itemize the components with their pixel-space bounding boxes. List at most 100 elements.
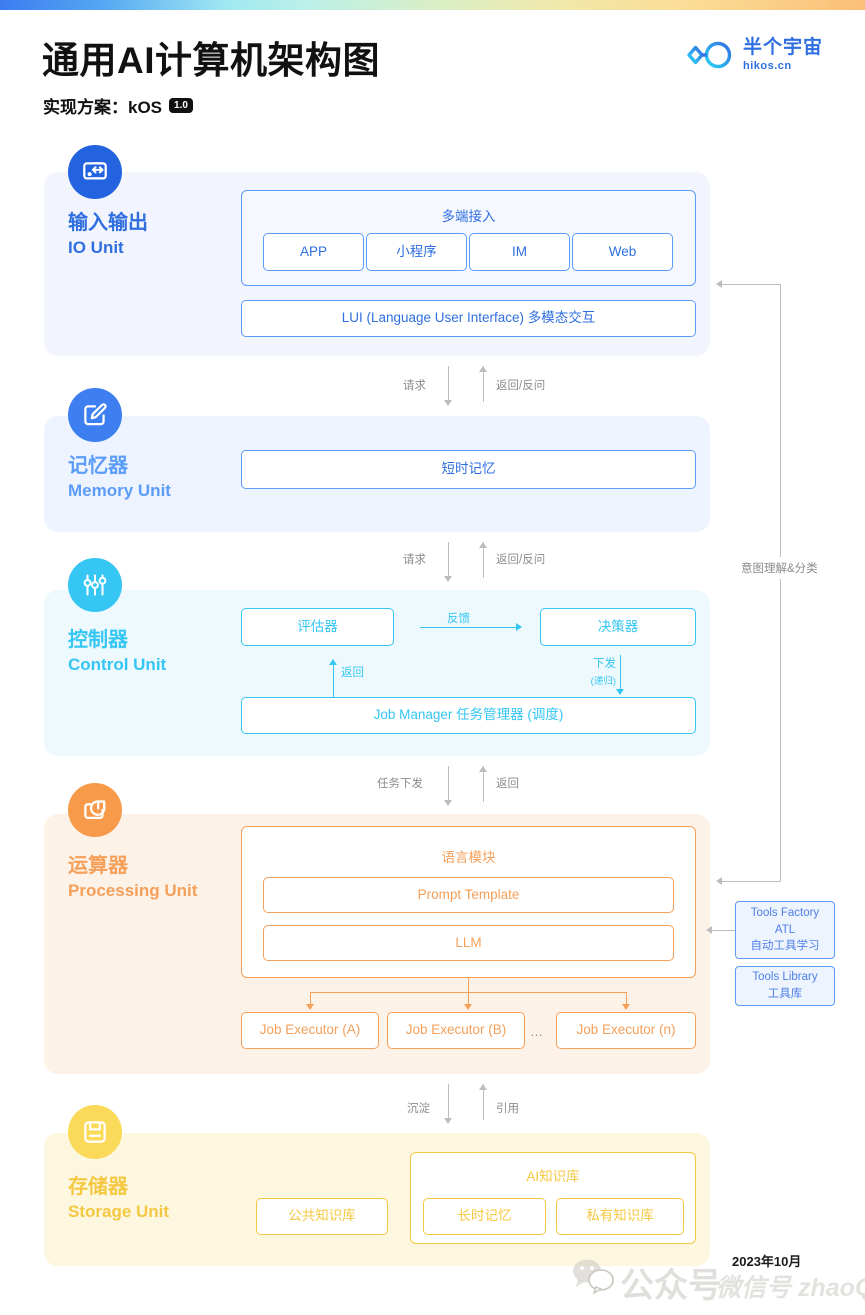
- control-return-label: 返回: [341, 667, 364, 679]
- control-evaluator-box[interactable]: 评估器: [241, 608, 394, 646]
- processing-llm-box[interactable]: LLM: [263, 925, 674, 961]
- watermark-text: 公众号: [620, 1267, 722, 1305]
- io-unit-name-cn: 输入输出: [68, 212, 148, 234]
- sliders-icon: [68, 558, 122, 612]
- io-channels-group-title: 多端接入: [441, 209, 496, 224]
- storage-ai-kb-title: AI知识库: [526, 1169, 580, 1184]
- io-channel-web[interactable]: Web: [572, 233, 673, 271]
- arrow-head-up: [479, 542, 487, 548]
- control-job-manager-box[interactable]: Job Manager 任务管理器 (调度): [241, 697, 696, 734]
- connector-memory-control-down: [448, 542, 450, 578]
- storage-public-kb-box[interactable]: 公共知识库: [256, 1198, 388, 1235]
- right-loop-bottom-horizontal: [720, 881, 781, 883]
- processing-prompt-template-box[interactable]: Prompt Template: [263, 877, 674, 913]
- processing-unit-name-cn: 运算器: [68, 855, 128, 877]
- floppy-disk-icon: [68, 1105, 122, 1159]
- connector-label-return: 返回/反问: [496, 554, 546, 566]
- logo-domain: hikos.cn: [742, 60, 792, 72]
- page-title: 通用AI计算机架构图: [42, 40, 380, 81]
- io-channel-miniprogram[interactable]: 小程序: [366, 233, 467, 271]
- io-unit-label: 输入输出 IO Unit: [68, 212, 148, 258]
- tools-factory-line1: Tools Factory: [750, 906, 820, 919]
- executor-fanout-stem: [468, 978, 470, 992]
- job-executor-n-box[interactable]: Job Executor (n): [556, 1012, 696, 1049]
- storage-ai-kb-label: 私有知识库: [586, 1208, 654, 1224]
- job-executor-ellipsis: …: [530, 1024, 544, 1039]
- connector-label-return: 返回: [496, 778, 519, 790]
- storage-public-kb-label: 公共知识库: [288, 1208, 356, 1224]
- job-executor-label: Job Executor (B): [405, 1022, 507, 1038]
- connector-label-task-dispatch: 任务下发: [377, 778, 423, 790]
- control-unit-name-cn: 控制器: [68, 629, 128, 651]
- arrow-head-down: [622, 1004, 630, 1010]
- executor-branch-b: [468, 992, 470, 1006]
- storage-unit-label: 存储器 Storage Unit: [68, 1176, 169, 1222]
- control-dispatch-sublabel: (递归): [590, 676, 616, 687]
- processing-language-module-title: 语言模块: [441, 850, 496, 865]
- version-badge: 1.0: [169, 98, 193, 113]
- arrow-head-down: [464, 1004, 472, 1010]
- connector-label-request: 请求: [403, 554, 426, 566]
- subtitle-text: 实现方案：kOS: [43, 98, 163, 117]
- top-gradient-bar: [0, 0, 865, 10]
- memory-short-term-box[interactable]: 短时记忆: [241, 450, 696, 489]
- connector-memory-control-up: [483, 542, 485, 578]
- storage-long-term-memory-box[interactable]: 长时记忆: [423, 1198, 546, 1235]
- control-decider-box[interactable]: 决策器: [540, 608, 696, 646]
- tools-factory-box[interactable]: Tools Factory ATL 自动工具学习: [735, 901, 835, 959]
- arrow-head-down: [616, 689, 624, 695]
- executor-branch-a: [310, 992, 312, 1006]
- brand-logo: 半个宇宙 hikos.cn: [687, 38, 823, 72]
- tools-library-line2: 工具库: [767, 988, 803, 1000]
- tools-factory-connector: [710, 930, 735, 932]
- connector-label-return: 返回/反问: [496, 380, 546, 392]
- watermark-handle: 微信号 zhaoQyou: [716, 1274, 865, 1302]
- control-job-manager-label: Job Manager 任务管理器 (调度): [373, 707, 564, 723]
- storage-unit-name-cn: 存储器: [68, 1176, 128, 1198]
- wechat-watermark-icon: [573, 1259, 614, 1294]
- control-decider-label: 决策器: [597, 618, 639, 634]
- io-exchange-icon: [68, 145, 122, 199]
- job-executor-b-box[interactable]: Job Executor (B): [387, 1012, 525, 1049]
- control-unit-label: 控制器 Control Unit: [68, 629, 166, 675]
- memory-unit-name-cn: 记忆器: [68, 455, 128, 477]
- processing-module-label: Prompt Template: [417, 886, 520, 902]
- io-channel-label: IM: [512, 243, 527, 259]
- arrow-head-down: [444, 400, 452, 406]
- io-lui-box[interactable]: LUI (Language User Interface) 多模态交互: [241, 300, 696, 337]
- arrow-head-right: [516, 623, 522, 631]
- job-executor-label: Job Executor (n): [576, 1022, 676, 1038]
- executor-branch-n: [626, 992, 628, 1006]
- memory-edit-icon: [68, 388, 122, 442]
- io-channel-label: 小程序: [396, 243, 437, 259]
- processing-module-label: LLM: [455, 934, 482, 950]
- tools-library-line1: Tools Library: [752, 971, 818, 984]
- control-dispatch-line: [620, 655, 622, 691]
- connector-io-memory-up: [483, 366, 485, 402]
- memory-short-term-label: 短时记忆: [441, 461, 496, 477]
- arrow-head-down: [444, 800, 452, 806]
- job-executor-a-box[interactable]: Job Executor (A): [241, 1012, 379, 1049]
- control-unit-name-en: Control Unit: [68, 654, 167, 674]
- io-channel-im[interactable]: IM: [469, 233, 570, 271]
- connector-processing-storage-down: [448, 1084, 450, 1120]
- arrow-head-down: [444, 576, 452, 582]
- arrow-head-up: [479, 1084, 487, 1090]
- io-channel-app[interactable]: APP: [263, 233, 364, 271]
- storage-private-kb-box[interactable]: 私有知识库: [556, 1198, 684, 1235]
- control-dispatch-label: 下发: [593, 658, 616, 670]
- processing-unit-label: 运算器 Processing Unit: [68, 855, 197, 901]
- connector-io-memory-down: [448, 366, 450, 402]
- io-channel-label: APP: [299, 243, 327, 259]
- connector-control-processing-up: [483, 766, 485, 802]
- date-label: 2023年10月: [732, 1254, 802, 1269]
- io-lui-label: LUI (Language User Interface) 多模态交互: [341, 310, 596, 326]
- io-unit-name-en: IO Unit: [68, 237, 124, 257]
- control-evaluator-label: 评估器: [297, 618, 338, 634]
- arrow-head-up: [479, 366, 487, 372]
- arrow-head-down: [444, 1118, 452, 1124]
- right-loop-label: 意图理解&分类: [739, 557, 820, 579]
- right-loop-vertical: [780, 284, 782, 882]
- tools-library-box[interactable]: Tools Library 工具库: [735, 966, 835, 1006]
- tools-factory-line2: ATL: [774, 923, 796, 936]
